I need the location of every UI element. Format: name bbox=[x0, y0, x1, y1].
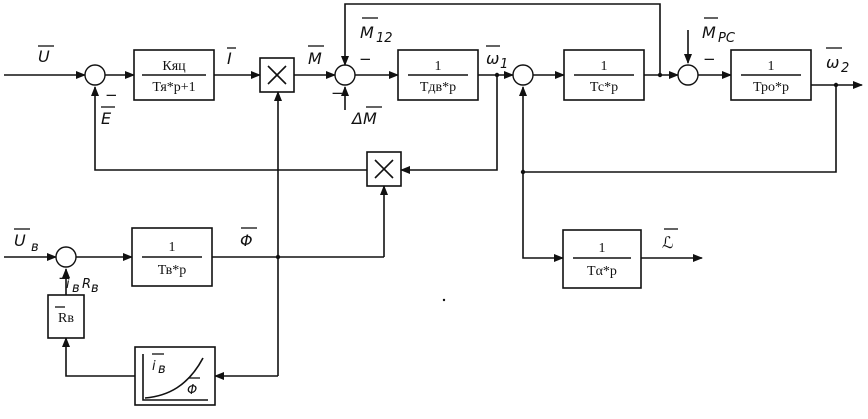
curve-axes bbox=[142, 354, 208, 401]
signal-i-label: I bbox=[227, 49, 232, 68]
signal-m-label: M bbox=[308, 49, 322, 68]
magnetization-curve bbox=[144, 357, 204, 399]
signal-w2-label: ω bbox=[826, 53, 839, 72]
block-field-num: 1 bbox=[169, 240, 176, 255]
sum-node-4 bbox=[677, 64, 699, 86]
feedback-w2-line bbox=[519, 85, 837, 173]
signal-u-label: U bbox=[38, 47, 50, 66]
stray-mark bbox=[442, 298, 446, 302]
block-rb-label: Rв bbox=[58, 311, 74, 326]
signal-rv2-sub: в bbox=[91, 281, 99, 296]
signal-mpc-label: M bbox=[702, 23, 716, 42]
curve-x-label: Φ bbox=[187, 383, 197, 398]
signal-m12-sub: 12 bbox=[376, 31, 393, 46]
block-load-num: 1 bbox=[768, 59, 775, 74]
signal-e-label: E bbox=[101, 109, 112, 128]
block-motor-num: 1 bbox=[435, 59, 442, 74]
minus-sign: − bbox=[331, 84, 344, 102]
line-w1-to-emf bbox=[400, 75, 498, 174]
signal-w1-sub: 1 bbox=[500, 57, 508, 72]
signal-rv2-label: R bbox=[82, 277, 91, 292]
sum-node-1 bbox=[84, 64, 106, 86]
multiply-icon bbox=[267, 65, 287, 85]
signal-mpc-sub: PC bbox=[718, 31, 736, 46]
block-motor-den: Тдв*p bbox=[420, 80, 456, 95]
minus-sign: − bbox=[105, 86, 118, 104]
signal-uv-sub: в bbox=[31, 240, 39, 255]
block-angle-num: 1 bbox=[599, 241, 606, 256]
signal-m12-label: M bbox=[360, 23, 374, 42]
line-e-feedback bbox=[91, 86, 367, 171]
sum-node-2 bbox=[334, 64, 356, 86]
sum-node-3 bbox=[512, 64, 534, 86]
signal-iv-label: i bbox=[66, 277, 70, 292]
signal-w1-label: ω bbox=[486, 49, 499, 68]
multiply-icon bbox=[374, 159, 394, 179]
line-curve-to-rb bbox=[62, 337, 135, 377]
signal-phi-label: Φ bbox=[240, 231, 253, 250]
block-field-den: Тв*p bbox=[158, 263, 186, 278]
block-angle bbox=[562, 229, 642, 289]
block-gear-den: Тс*p bbox=[590, 80, 618, 95]
curve-y-label: i bbox=[152, 359, 156, 374]
signal-uv-label: U bbox=[14, 231, 26, 250]
block-gear-num: 1 bbox=[601, 59, 608, 74]
sum-node-5 bbox=[55, 246, 77, 268]
block-load-den: Тро*p bbox=[753, 80, 789, 95]
feedback-m12-line bbox=[341, 3, 661, 75]
signal-dm-label: ΔM bbox=[350, 109, 377, 128]
minus-sign: − bbox=[359, 50, 372, 68]
block-armature-num: Кяц bbox=[162, 59, 186, 74]
line-to-angle bbox=[522, 172, 564, 262]
block-magnetization bbox=[134, 346, 216, 406]
minus-sign: − bbox=[703, 50, 716, 68]
signal-iv-sub: в bbox=[72, 281, 80, 296]
signal-alpha-label: ℒ bbox=[662, 233, 674, 252]
block-armature-den: Тя*p+1 bbox=[152, 80, 195, 95]
curve-y-sub: в bbox=[158, 362, 166, 377]
block-angle-den: Тα*p bbox=[587, 264, 617, 279]
signal-w2-sub: 2 bbox=[841, 61, 849, 76]
